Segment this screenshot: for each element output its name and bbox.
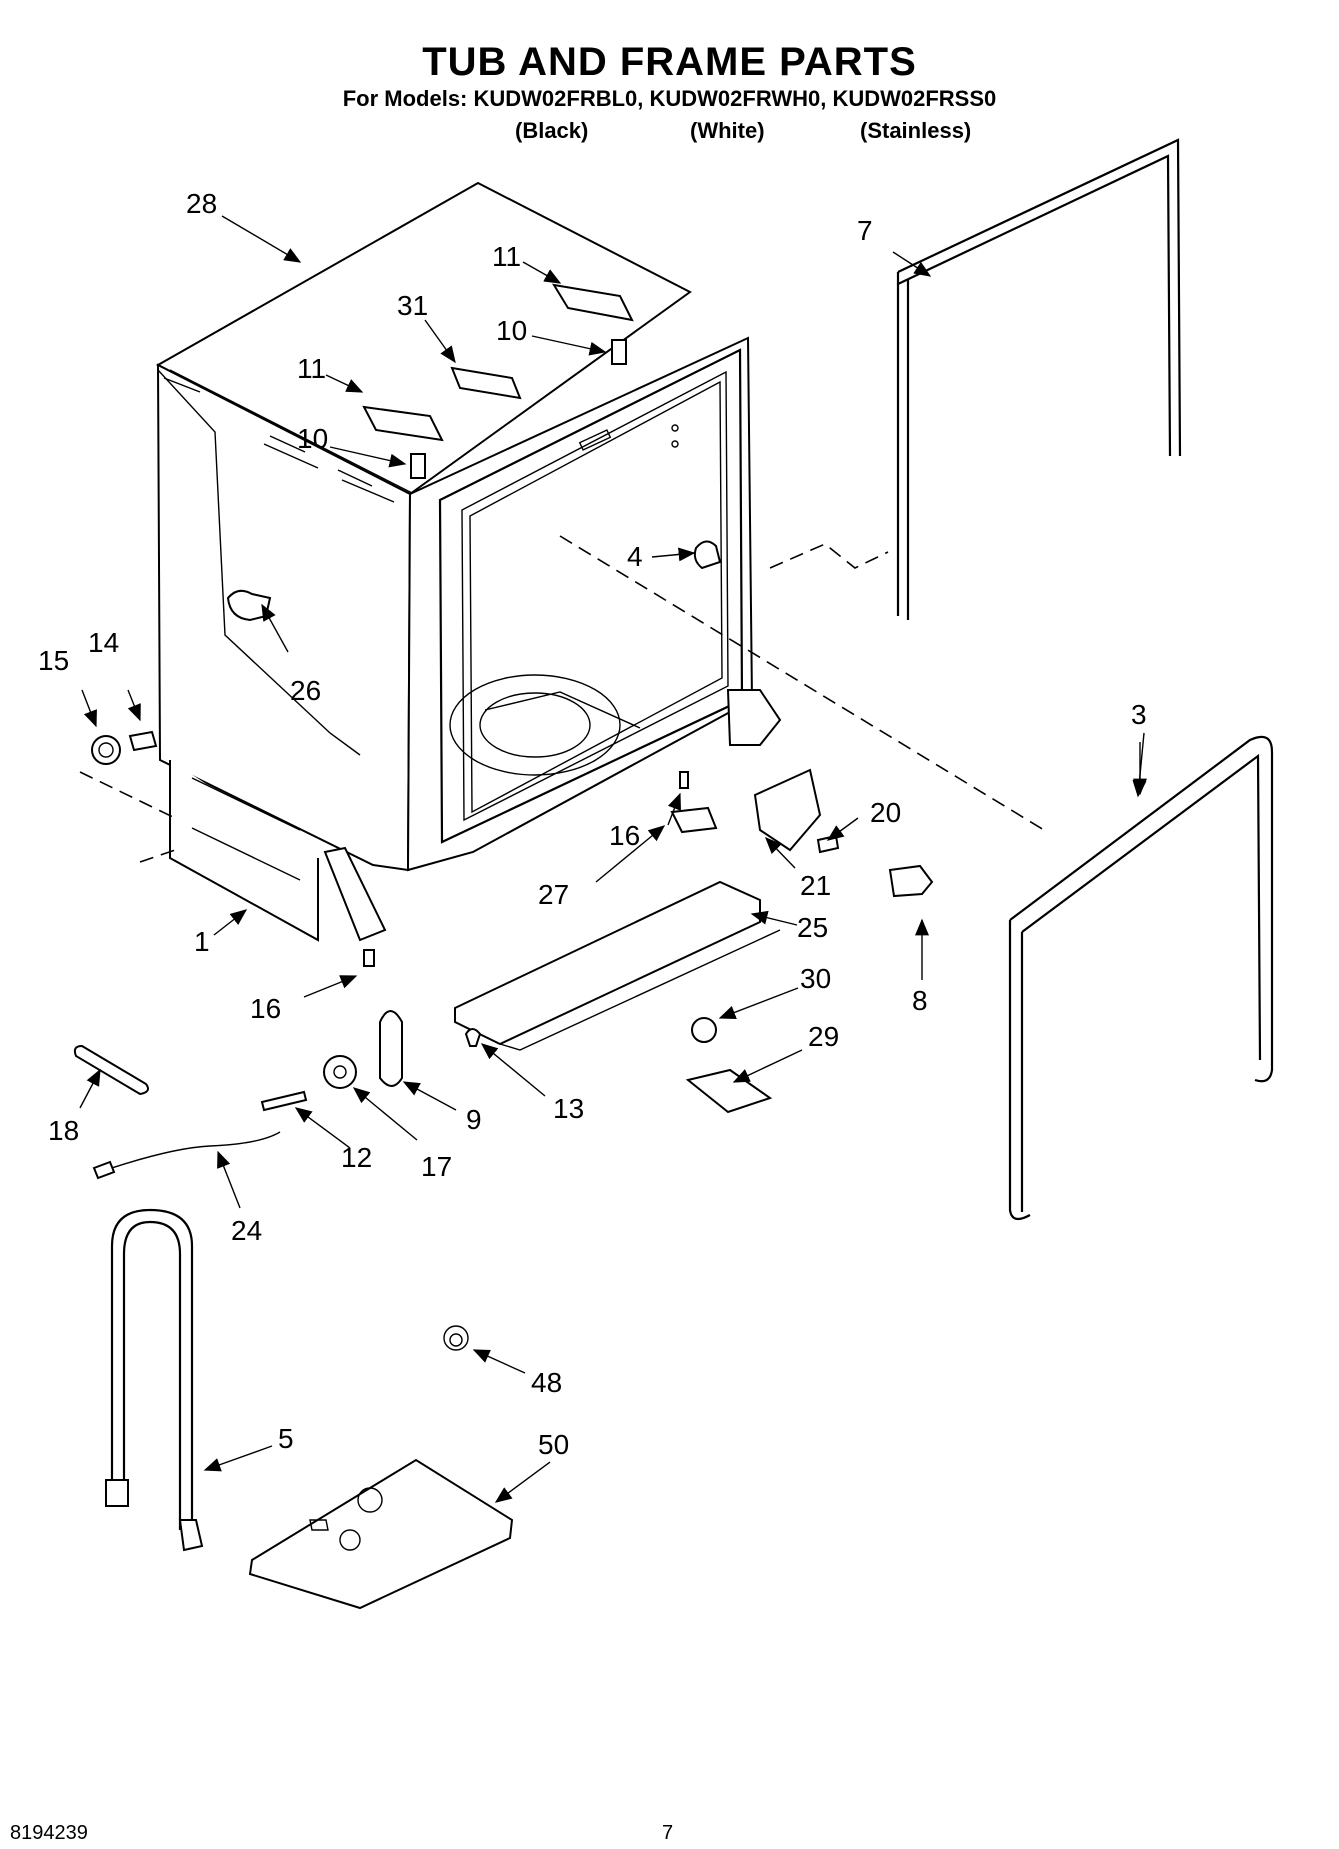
tub-assembly (155, 181, 782, 942)
callout-9: 9 (466, 1104, 482, 1135)
callout-25: 25 (797, 912, 828, 943)
leader-lines (79, 215, 1147, 1503)
callout-10: 10 (297, 423, 328, 454)
foot-assembly-15-14 (91, 730, 158, 765)
latch-8 (888, 864, 934, 898)
callout-8: 8 (912, 985, 928, 1016)
wire-harness-24 (92, 1131, 281, 1180)
parts-bag-50 (248, 1458, 514, 1610)
bottom-panel-25 (454, 880, 781, 1051)
callout-11: 11 (297, 353, 326, 384)
page-title: TUB AND FRAME PARTS (422, 40, 917, 84)
clip-27-16 (363, 771, 718, 967)
spring-18 (73, 1044, 149, 1096)
callout-24: 24 (231, 1215, 262, 1246)
callout-20: 20 (870, 797, 901, 828)
callout-28: 28 (186, 188, 217, 219)
callout-29: 29 (808, 1021, 839, 1052)
callout-50: 50 (538, 1429, 569, 1460)
callout-26: 26 (290, 675, 321, 706)
callout-18: 18 (48, 1115, 79, 1146)
callout-14: 14 (88, 627, 119, 658)
small-hardware-13-9-17-12 (260, 1010, 482, 1112)
clamp-48 (443, 1325, 469, 1351)
drain-hose-5 (105, 1208, 204, 1552)
valve-30-29 (685, 1017, 773, 1114)
callout-16-upper: 16 (609, 820, 640, 851)
variant-stainless: (Stainless) (860, 118, 972, 143)
callout-21: 21 (800, 870, 831, 901)
variant-white: (White) (690, 118, 765, 143)
callout-11-top: 11 (492, 241, 521, 272)
bottom-gasket (1008, 735, 1274, 1221)
callout-3: 3 (1131, 699, 1147, 730)
callout-10-top: 10 (496, 315, 527, 346)
door-gasket-side (896, 138, 1182, 620)
callout-13: 13 (553, 1093, 584, 1124)
callout-12: 12 (341, 1142, 372, 1173)
callout-15: 15 (38, 645, 69, 676)
callout-48: 48 (531, 1367, 562, 1398)
variant-black: (Black) (515, 118, 589, 143)
callout-4: 4 (627, 541, 643, 572)
page-number: 7 (662, 1822, 674, 1844)
callout-7: 7 (857, 215, 873, 246)
document-number: 8194239 (10, 1822, 88, 1844)
callout-17: 17 (421, 1151, 452, 1182)
callout-labels: 28 11 31 10 11 10 4 26 14 15 1 7 3 16 27… (38, 188, 1147, 1460)
models-subtitle: For Models: KUDW02FRBL0, KUDW02FRWH0, KU… (342, 86, 997, 111)
callout-27: 27 (538, 879, 569, 910)
callout-5: 5 (278, 1423, 294, 1454)
callout-16-lower: 16 (250, 993, 281, 1024)
hinge-bracket-top (226, 283, 722, 622)
callout-1: 1 (194, 926, 210, 957)
callout-30: 30 (800, 963, 831, 994)
callout-31: 31 (397, 290, 428, 321)
